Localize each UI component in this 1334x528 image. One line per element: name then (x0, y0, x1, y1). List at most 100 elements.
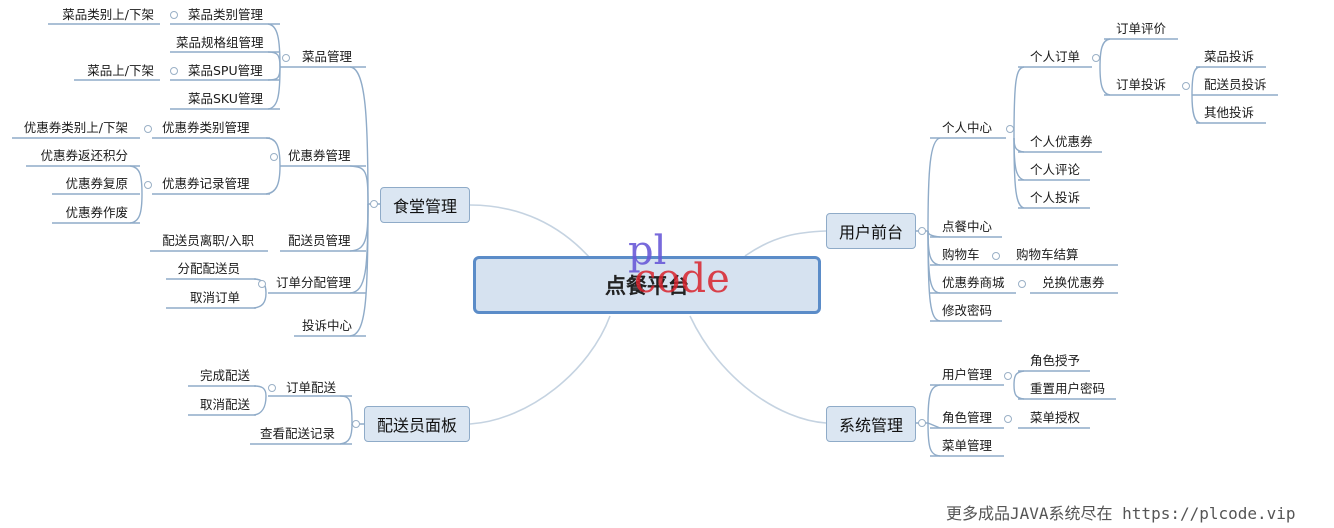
node-coupon-mall[interactable]: 优惠券商城 (942, 275, 1005, 290)
connector-front-ordering (927, 230, 941, 238)
connector-root-canteen (469, 204, 591, 259)
node-coupon-refund-points[interactable]: 优惠券返还积分 (40, 148, 128, 163)
node-personal-coupons[interactable]: 个人优惠券 (1030, 134, 1093, 149)
collapse-dot-icon[interactable] (1092, 54, 1100, 62)
watermark-line2: code (634, 256, 730, 302)
collapse-dot-icon[interactable] (1182, 82, 1190, 90)
connector-canteen-complaint (349, 203, 369, 337)
collapse-dot-icon[interactable] (270, 153, 278, 161)
node-cancel-delivery[interactable]: 取消配送 (199, 397, 250, 412)
collapse-dot-icon[interactable] (1006, 125, 1014, 133)
connector-other-complaint (1191, 94, 1201, 124)
node-courier-panel[interactable]: 配送员面板 (364, 406, 470, 442)
connector-cancel-order (253, 292, 267, 309)
node-coupon-category-shelf[interactable]: 优惠券类别上/下架 (23, 120, 128, 135)
connector-canteen-coupon (349, 165, 369, 205)
connector-panel-records (339, 423, 353, 445)
collapse-dot-icon[interactable] (352, 420, 360, 428)
node-redeem-coupon[interactable]: 兑换优惠券 (1042, 275, 1105, 290)
node-user-mgmt[interactable]: 用户管理 (942, 367, 993, 382)
node-order-complaint[interactable]: 订单投诉 (1116, 77, 1167, 92)
node-cart-checkout[interactable]: 购物车结算 (1016, 247, 1079, 262)
node-role-mgmt[interactable]: 角色管理 (942, 410, 993, 425)
node-assign-courier[interactable]: 分配配送员 (177, 261, 240, 276)
node-cancel-order[interactable]: 取消订单 (189, 290, 240, 305)
node-dish-spec-group-mgmt[interactable]: 菜品规格组管理 (176, 35, 264, 50)
collapse-dot-icon[interactable] (1004, 372, 1012, 380)
connector-dish-category (267, 23, 281, 68)
connector-dish-sku (267, 66, 281, 110)
collapse-dot-icon[interactable] (992, 252, 1000, 260)
node-complaint-center[interactable]: 投诉中心 (302, 318, 353, 333)
node-change-password[interactable]: 修改密码 (942, 303, 993, 318)
collapse-dot-icon[interactable] (144, 125, 152, 133)
node-dish-sku-mgmt[interactable]: 菜品SKU管理 (188, 91, 263, 106)
node-coupon-category-mgmt[interactable]: 优惠券类别管理 (162, 120, 250, 135)
node-coupon-record-mgmt[interactable]: 优惠券记录管理 (162, 176, 250, 191)
connector-root-courier-panel (469, 315, 611, 425)
connector-complete-delivery (253, 385, 267, 397)
node-courier-complaint[interactable]: 配送员投诉 (1204, 77, 1267, 92)
connector-dish-spu (267, 66, 281, 81)
node-personal-center[interactable]: 个人中心 (942, 120, 993, 135)
node-view-delivery-records[interactable]: 查看配送记录 (260, 426, 336, 441)
node-reset-user-password[interactable]: 重置用户密码 (1030, 381, 1106, 396)
connector-coupon-category (265, 137, 281, 167)
collapse-dot-icon[interactable] (1004, 415, 1012, 423)
collapse-dot-icon[interactable] (1018, 280, 1026, 288)
node-personal-complaints[interactable]: 个人投诉 (1030, 190, 1081, 205)
footer-watermark: 更多成品JAVA系统尽在 https://plcode.vip (946, 504, 1296, 523)
node-dish-spu-mgmt[interactable]: 菜品SPU管理 (188, 63, 263, 78)
collapse-dot-icon[interactable] (144, 181, 152, 189)
connector-canteen-courier (349, 203, 369, 252)
node-dish-category-mgmt[interactable]: 菜品类别管理 (188, 7, 264, 22)
watermark-line1: pl (628, 228, 667, 274)
node-system-mgmt[interactable]: 系统管理 (826, 406, 916, 442)
connector-reset-password (1013, 384, 1025, 400)
connector-dish-complaint (1191, 66, 1201, 96)
node-personal-reviews[interactable]: 个人评论 (1030, 162, 1081, 177)
connector-canteen-dish (349, 66, 380, 205)
connector-personal-complaints (1013, 137, 1025, 209)
collapse-dot-icon[interactable] (918, 227, 926, 235)
node-menu-authorization[interactable]: 菜单授权 (1030, 410, 1081, 425)
node-order-review[interactable]: 订单评价 (1116, 21, 1167, 36)
connector-order-review (1099, 38, 1111, 68)
node-other-complaint[interactable]: 其他投诉 (1204, 105, 1255, 120)
node-dish-category-shelf[interactable]: 菜品类别上/下架 (62, 7, 154, 22)
collapse-dot-icon[interactable] (170, 67, 178, 75)
node-dish-mgmt[interactable]: 菜品管理 (302, 49, 353, 64)
connector-panel-order-delivery (339, 395, 364, 425)
root-node[interactable]: 点餐平台 (473, 256, 821, 314)
collapse-dot-icon[interactable] (268, 384, 276, 392)
node-coupon-restore[interactable]: 优惠券复原 (65, 176, 128, 191)
node-dish-complaint[interactable]: 菜品投诉 (1204, 49, 1255, 64)
node-coupon-mgmt[interactable]: 优惠券管理 (288, 148, 351, 163)
collapse-dot-icon[interactable] (370, 200, 378, 208)
node-canteen-mgmt[interactable]: 食堂管理 (380, 187, 470, 223)
node-user-front[interactable]: 用户前台 (826, 213, 916, 249)
node-coupon-void[interactable]: 优惠券作废 (65, 205, 128, 220)
collapse-dot-icon[interactable] (258, 280, 266, 288)
collapse-dot-icon[interactable] (918, 419, 926, 427)
node-order-delivery[interactable]: 订单配送 (286, 380, 337, 395)
node-dish-shelf[interactable]: 菜品上/下架 (87, 63, 154, 78)
node-complete-delivery[interactable]: 完成配送 (199, 368, 250, 383)
node-courier-mgmt[interactable]: 配送员管理 (288, 233, 351, 248)
connector-dish-spec (267, 51, 281, 68)
collapse-dot-icon[interactable] (282, 54, 290, 62)
node-menu-mgmt[interactable]: 菜单管理 (942, 438, 993, 453)
node-courier-leave-join[interactable]: 配送员离职/入职 (162, 233, 254, 248)
connector-personal-orders (1013, 66, 1025, 139)
connector-front-personal-center (916, 137, 941, 232)
node-ordering-center[interactable]: 点餐中心 (942, 219, 993, 234)
node-grant-role[interactable]: 角色授予 (1030, 353, 1081, 368)
connector-coupon-record (265, 165, 281, 195)
node-personal-orders[interactable]: 个人订单 (1030, 49, 1081, 64)
node-shopping-cart[interactable]: 购物车 (942, 247, 980, 262)
node-order-assign-mgmt[interactable]: 订单分配管理 (276, 275, 352, 290)
connector-cancel-delivery (253, 395, 267, 416)
collapse-dot-icon[interactable] (170, 11, 178, 19)
